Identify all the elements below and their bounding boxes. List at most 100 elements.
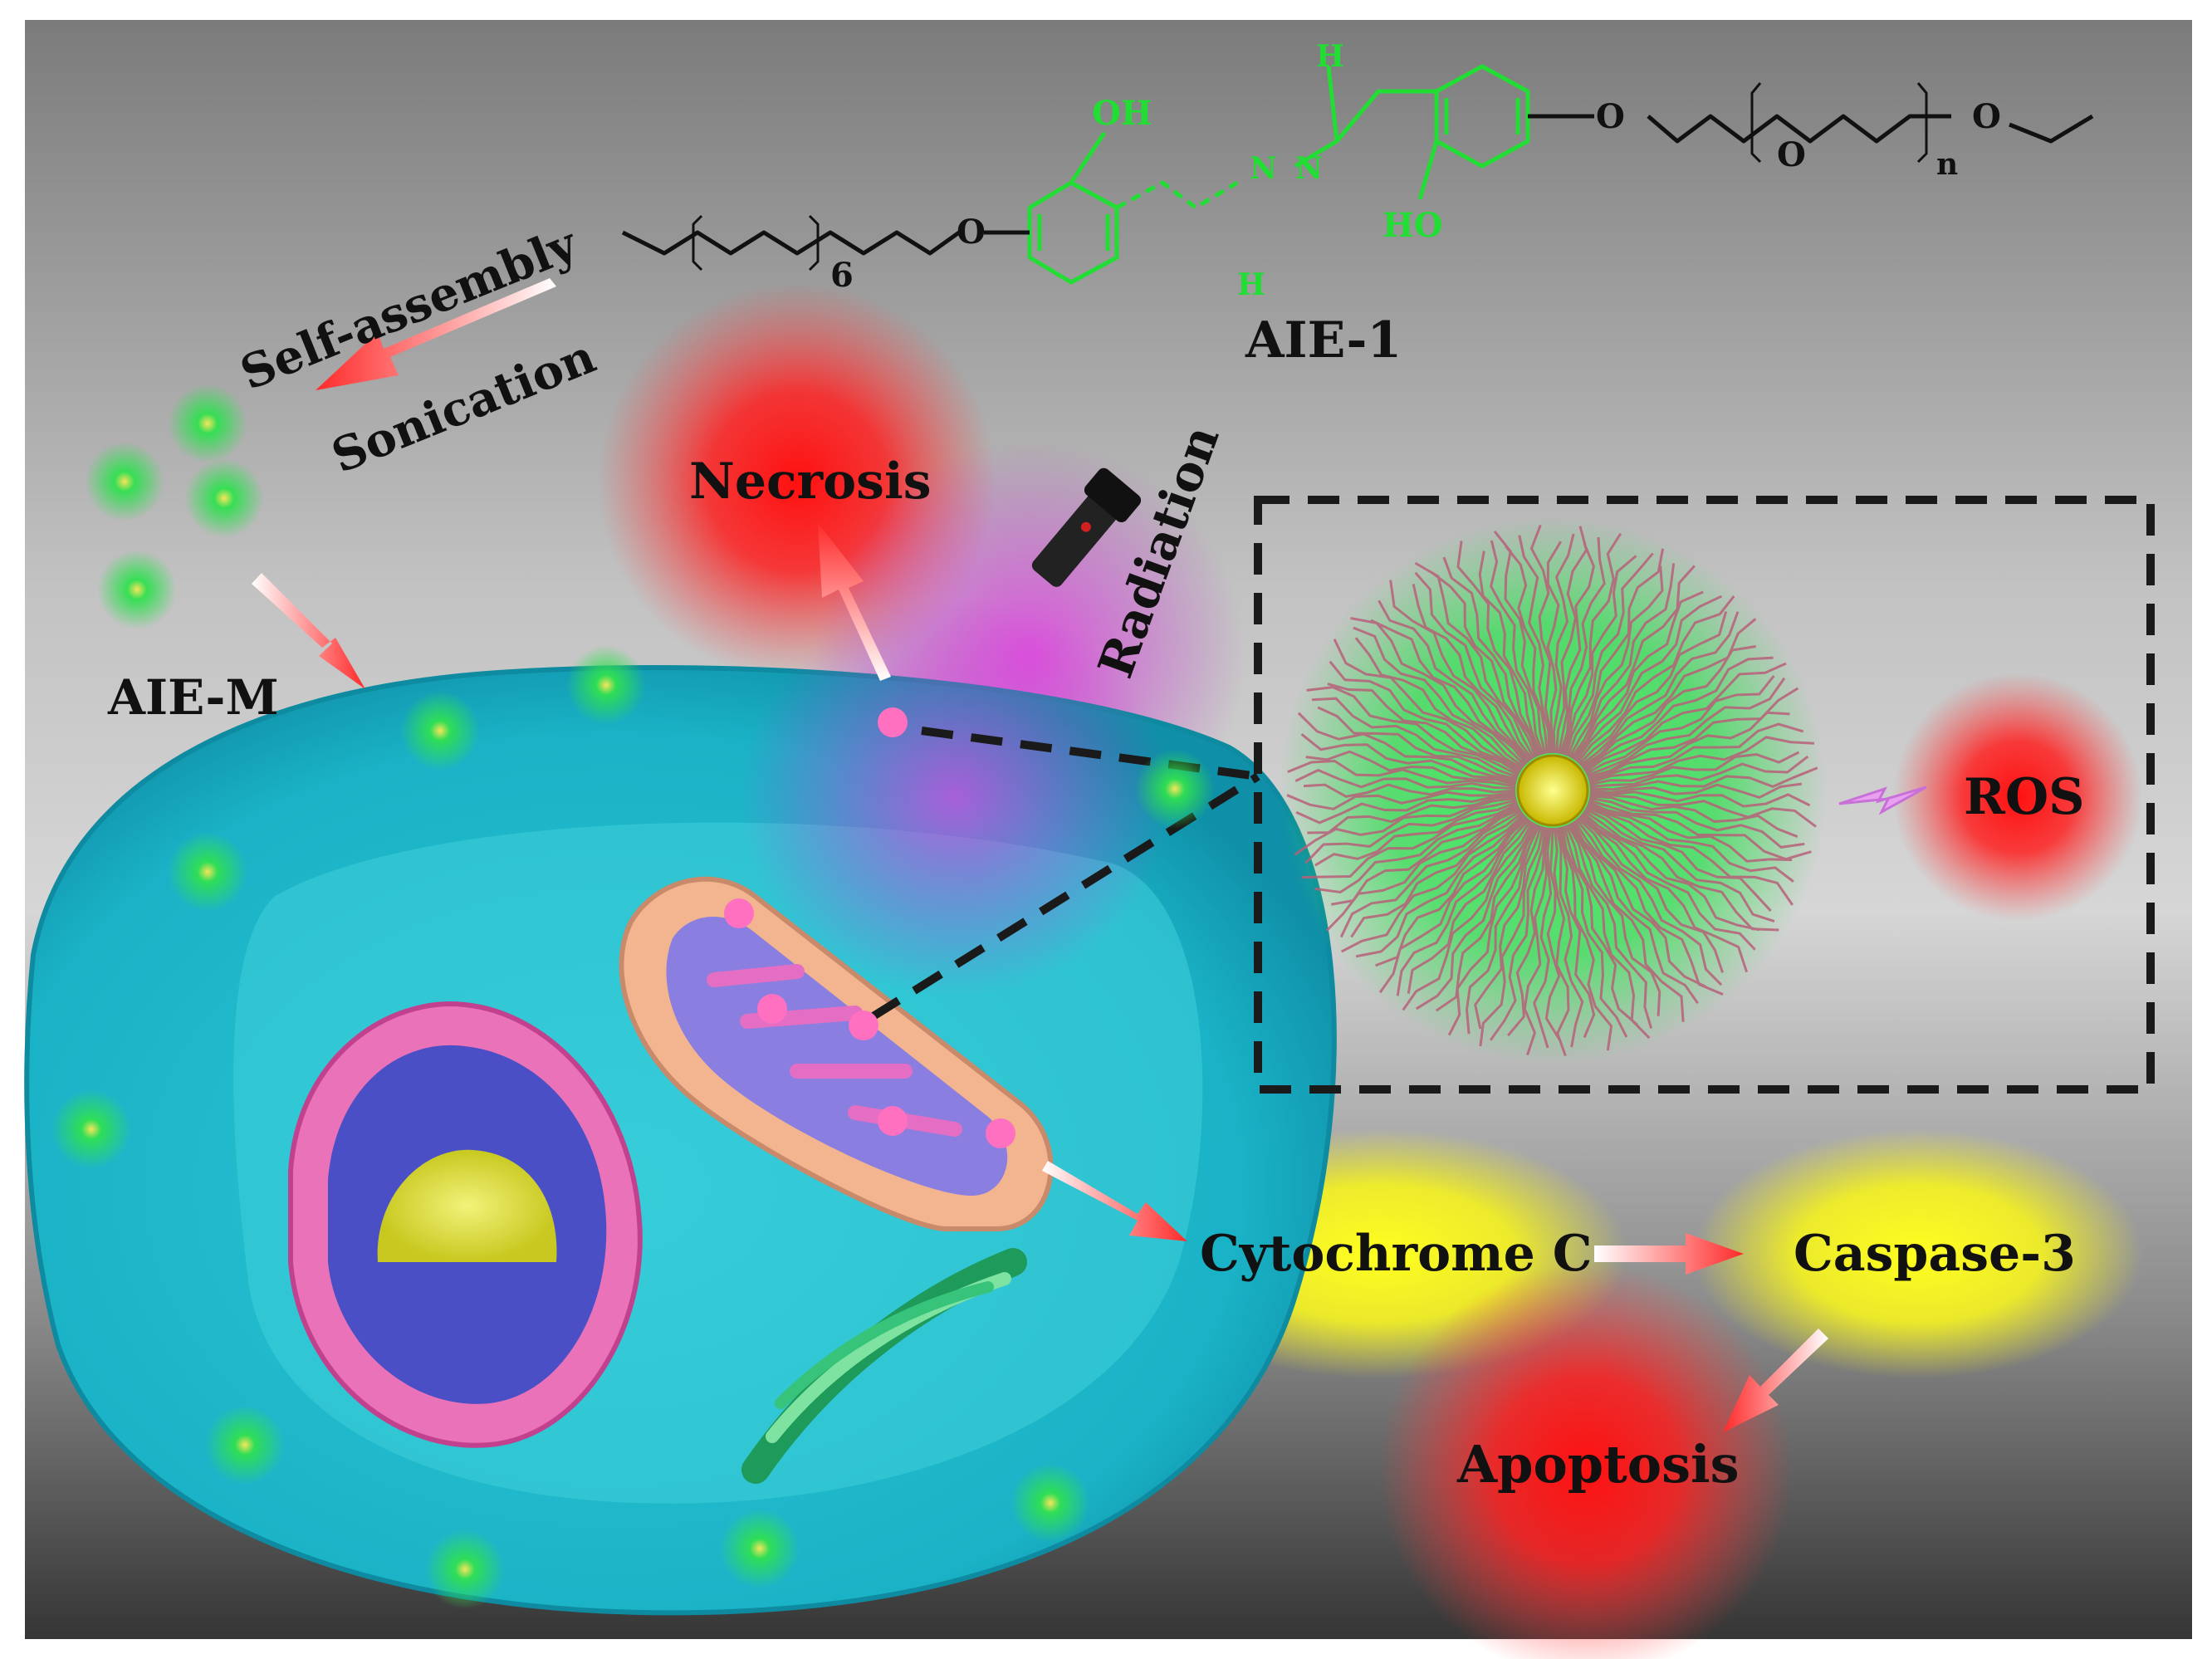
micelle-strand [1585, 806, 1772, 913]
n-1: N [1250, 151, 1277, 186]
micelle-strand [1518, 535, 1550, 754]
arrows [252, 278, 1828, 1432]
h-top: H [1316, 39, 1344, 74]
micelle-strand [1583, 656, 1774, 771]
oxygen-left: O [957, 213, 986, 252]
aie-m-nanoparticle [184, 458, 264, 538]
micelle-strand [1588, 711, 1790, 781]
micelle-strand [1300, 733, 1517, 785]
micelle-strand [1490, 540, 1544, 756]
ho-bottom: HO [1382, 206, 1443, 245]
micelle-strand [1584, 662, 1787, 773]
micelle-strand [1294, 768, 1516, 790]
micelle-strand [1568, 565, 1664, 758]
micelle-strand [1414, 561, 1535, 759]
arrow-cytochrome-to-caspase [1594, 1233, 1744, 1275]
oxygen-right-1: O [1596, 97, 1625, 136]
micelle-strand [1415, 822, 1535, 1011]
micelle-strand [1489, 826, 1547, 1041]
micelle-strand [1573, 820, 1707, 988]
micelle-strand [1588, 796, 1805, 849]
aie-m-nanoparticle [566, 645, 646, 725]
micelle-strand [1340, 813, 1525, 953]
bracket-left [692, 214, 820, 272]
micelle-strand [1564, 825, 1651, 1040]
micelle-strand [1557, 542, 1596, 754]
bracket-right [1750, 82, 1928, 164]
micelle-strand [1572, 565, 1696, 761]
arrow-mito-to-cytochrome [1042, 1161, 1187, 1241]
imine-double [1326, 66, 1339, 142]
micelle-strand [1587, 802, 1794, 883]
micelle-strand [1582, 644, 1756, 770]
micelle-strand [1588, 722, 1804, 782]
caspase-glow [1694, 1129, 2142, 1378]
micelle-strand [1579, 611, 1740, 767]
zoom-box [1254, 496, 2155, 1094]
micelle-strand [1447, 824, 1539, 1036]
micelle-strand [1317, 706, 1518, 781]
micelle-strand [1303, 783, 1516, 798]
aie-m-nanoparticle [205, 1405, 285, 1485]
label-aie-m: AIE-M [107, 669, 279, 726]
micelle-strand [1414, 571, 1534, 761]
micelle-strand [1402, 821, 1534, 1011]
micelle-strand [1533, 827, 1553, 1049]
subscript-n: n [1936, 147, 1958, 182]
ros-lightning-icon [1838, 785, 1927, 815]
micelle-strand [1573, 590, 1704, 761]
aie-m-nanoparticle [986, 1118, 1015, 1148]
oxygen-right-2: O [1777, 135, 1806, 174]
label-cytochrome-c: Cytochrome C [1200, 1225, 1592, 1283]
micelle-strand [1330, 806, 1520, 906]
micelle-strand [1465, 825, 1541, 1035]
micelle-strand [1578, 611, 1728, 766]
label-ros: ROS [1964, 768, 2084, 826]
micelle-strand [1566, 824, 1653, 1029]
flashlight-icon [1031, 467, 1142, 587]
micelle-strand [1578, 815, 1725, 973]
micelle-strand [1456, 541, 1541, 756]
micelle-strand [1555, 827, 1584, 1048]
micelle-core [1516, 754, 1589, 827]
aie-m-nanoparticle [878, 707, 908, 737]
micelle-strand [1589, 751, 1800, 786]
micelle-strand [1314, 800, 1518, 867]
subscript-6: 6 [830, 256, 854, 295]
label-apoptosis: Apoptosis [1456, 1434, 1740, 1495]
micelle-strand [1311, 697, 1519, 779]
label-caspase-3: Caspase-3 [1794, 1225, 2076, 1283]
micelle-strand [1350, 616, 1526, 766]
aie-m-nanoparticle [168, 832, 247, 912]
label-necrosis: Necrosis [689, 453, 932, 511]
imine-right [1294, 89, 1436, 169]
micelle-strand [1442, 556, 1539, 757]
micelle-strand [1304, 799, 1517, 864]
aie-m-nanoparticle [849, 1011, 878, 1040]
structure-labels: 6 O OH H N N H HO O O O n [830, 39, 2001, 302]
micelle-strand [1355, 815, 1526, 958]
aie-m-nanoparticle [400, 691, 480, 771]
aie-1-structure [621, 64, 2094, 285]
golgi-apparatus [741, 1248, 1027, 1484]
micelle-strand [1561, 532, 1622, 755]
micelle-strand [1583, 810, 1779, 932]
micelle-strand [1353, 626, 1524, 768]
cristae [707, 964, 962, 1137]
micelle-strand [1589, 795, 1798, 838]
arrow-to-necrosis [818, 523, 891, 681]
micelle-strand [1589, 782, 1803, 800]
micelle-strand [1297, 712, 1517, 782]
micelle-strand [1378, 599, 1529, 764]
micelle-strand [1589, 755, 1809, 788]
micelle-strand [1557, 827, 1596, 1039]
ros-glow [1893, 673, 2142, 922]
micelle-strand [1389, 580, 1530, 762]
micelle-strand [1544, 827, 1561, 1040]
micelle-strand [1570, 563, 1676, 759]
mitochondrion [619, 876, 1054, 1231]
micelle-strand [1529, 524, 1553, 754]
micelle-strand [1582, 811, 1759, 932]
h-bottom: H [1237, 267, 1265, 302]
